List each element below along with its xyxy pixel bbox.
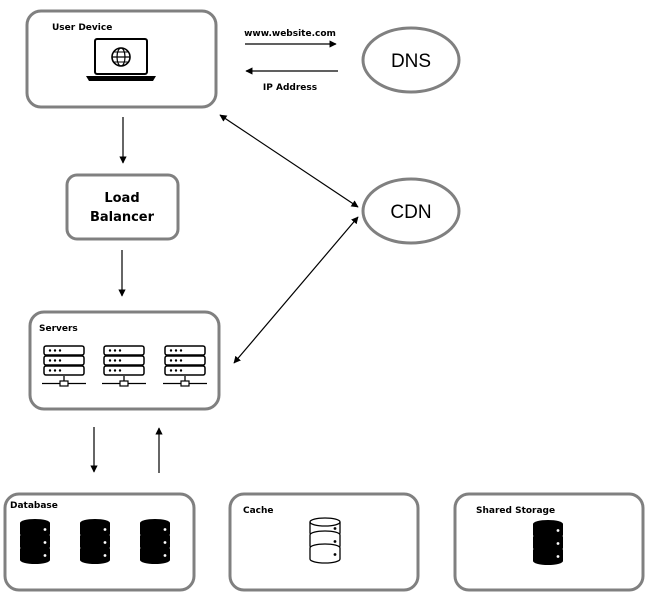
laptop-globe-icon [86,38,156,81]
cdn-node: CDN [361,177,461,245]
load-balancer-node: Load Balancer [65,173,180,241]
database-node: Database [3,492,196,592]
servers-cdn-edge [233,216,359,364]
user-cdn-edge [219,114,359,208]
dns-node: DNS [361,26,461,94]
shared-storage-node: Shared Storage [453,492,645,592]
request-label: www.website.com [244,29,336,39]
cache-node: Cache [228,492,420,592]
shared-storage-label: Shared Storage [476,506,555,516]
load-balancer-label-line2: Balancer [90,210,155,225]
dns-label: DNS [391,51,431,72]
cdn-label: CDN [390,202,431,223]
response-label: IP Address [263,83,317,93]
dns-response-edge: IP Address [245,67,338,93]
servers-node: Servers [28,310,221,411]
server-rack-icon [163,345,207,387]
database-label: Database [10,501,58,511]
server-rack-icon [42,345,86,387]
cache-label: Cache [243,506,274,516]
database-stack-icon [140,519,170,564]
database-stack-icon [80,519,110,564]
load-balancer-label-line1: Load [104,191,139,206]
cache-cylinder-icon [309,517,341,564]
user-device-node: User Device [25,9,218,109]
servers-label: Servers [39,324,78,334]
storage-stack-icon [533,520,563,565]
server-rack-icon [102,345,146,387]
user-device-label: User Device [52,23,112,33]
dns-request-edge: www.website.com [244,29,337,48]
database-stack-icon [20,519,50,564]
